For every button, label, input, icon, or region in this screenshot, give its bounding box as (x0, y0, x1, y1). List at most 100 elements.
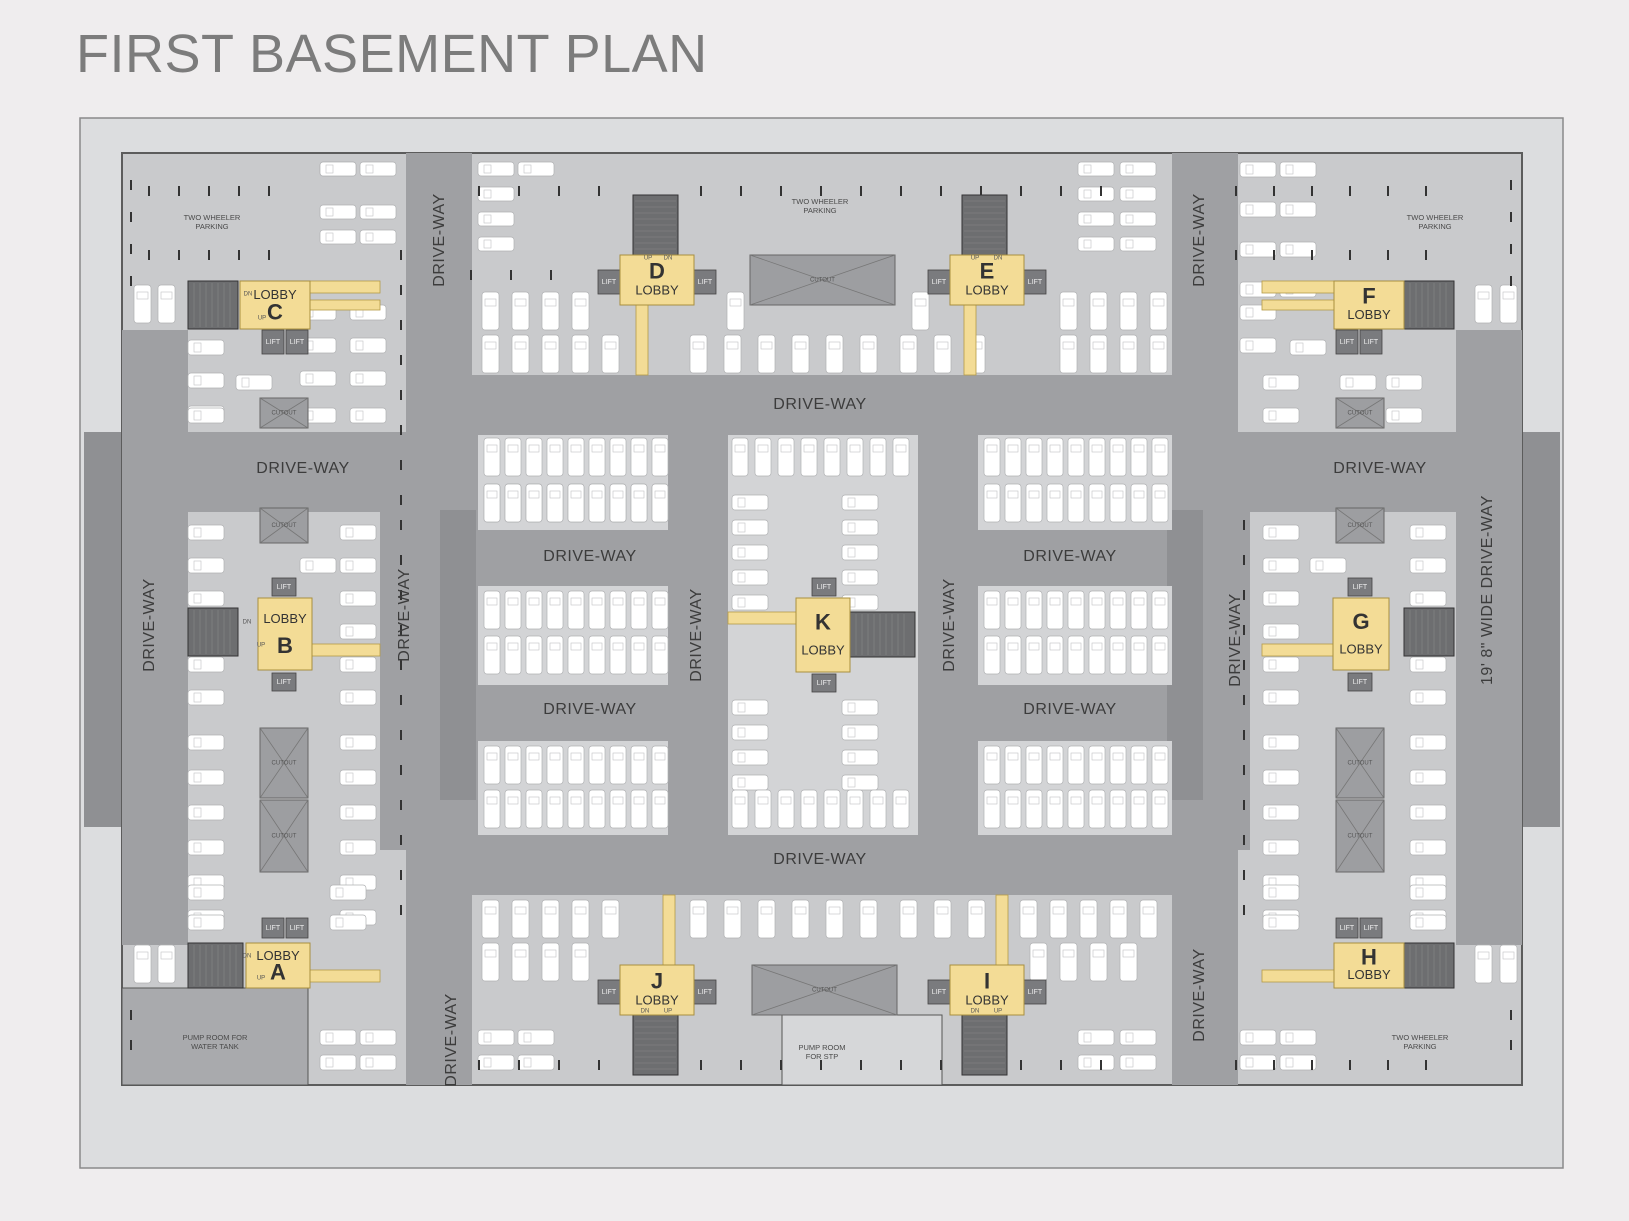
car-windshield (914, 298, 927, 307)
lobby-letter: B (277, 633, 293, 658)
car-windshield (335, 887, 344, 898)
car-windshield (1028, 490, 1040, 499)
two-wheeler-mark (1510, 276, 1512, 286)
car-windshield (136, 291, 149, 300)
staircase (187, 607, 239, 657)
car-windshield (986, 597, 998, 606)
car-windshield (574, 341, 587, 350)
up-label: UP (994, 1009, 1002, 1015)
parking-bay (504, 789, 522, 829)
dn-label: DN (244, 292, 253, 298)
lobby-letter: F (1362, 284, 1375, 309)
parking-bay (1067, 437, 1085, 477)
two-wheeler-mark (1311, 1060, 1313, 1070)
parking-bay (339, 590, 377, 607)
car-windshield (1007, 597, 1019, 606)
car-windshield (1285, 244, 1294, 255)
two-wheeler-mark (860, 186, 862, 196)
car-windshield (847, 702, 856, 713)
car-windshield (544, 341, 557, 350)
two-wheeler-mark (400, 495, 402, 505)
car-windshield (1154, 444, 1166, 453)
two-wheeler-mark (400, 765, 402, 775)
car-windshield (1049, 444, 1061, 453)
parking-bay (1279, 1054, 1317, 1071)
parking-bay (329, 914, 367, 931)
car-windshield (986, 444, 998, 453)
lobby-c (239, 280, 311, 330)
two-wheeler-mark (400, 425, 402, 435)
lobby-label: LOBBY (1347, 307, 1391, 322)
car-windshield (633, 796, 645, 805)
parking-bay (588, 635, 606, 675)
parking-bay (511, 291, 530, 331)
car-windshield (193, 807, 202, 818)
lift-label: LIFT (277, 679, 292, 686)
two-wheeler-parking-label: PARKING (1403, 1042, 1436, 1051)
parking-bay (899, 899, 918, 939)
parking-bay (1239, 337, 1277, 354)
car-windshield (1295, 342, 1304, 353)
car-windshield (1125, 1057, 1134, 1068)
car-windshield (1502, 291, 1515, 300)
parking-bay (517, 161, 555, 177)
parking-bay (1089, 942, 1108, 982)
driveway-label: DRIVE-WAY (1023, 701, 1116, 718)
car-windshield (1391, 377, 1400, 388)
two-wheeler-mark (1510, 1040, 1512, 1050)
two-wheeler-mark (1060, 1060, 1062, 1070)
parking-bay (1119, 211, 1157, 227)
driveway-strip (918, 432, 978, 852)
car-windshield (1125, 1032, 1134, 1043)
car-windshield (726, 906, 739, 915)
parking-bay (1262, 884, 1300, 901)
parking-bay (187, 557, 225, 574)
car-windshield (1007, 752, 1019, 761)
two-wheeler-mark (510, 270, 512, 280)
lobby-label: LOBBY (1347, 967, 1391, 982)
two-wheeler-mark (1235, 186, 1237, 196)
staircase (1403, 942, 1455, 989)
car-windshield (986, 752, 998, 761)
lift-label: LIFT (277, 584, 292, 591)
car-windshield (826, 444, 838, 453)
parking-bay (339, 804, 377, 821)
car-windshield (1049, 490, 1061, 499)
parking-bay (483, 437, 501, 477)
lobby-label: LOBBY (801, 643, 845, 658)
lobby-a (245, 942, 311, 989)
parking-bay (187, 734, 225, 751)
car-windshield (514, 341, 527, 350)
parking-bay (892, 789, 910, 829)
two-wheeler-mark (238, 186, 240, 196)
car-windshield (847, 522, 856, 533)
parking-bay (1004, 590, 1022, 630)
lobby-g (1332, 597, 1390, 671)
car-windshield (1122, 298, 1135, 307)
lift-label: LIFT (698, 989, 713, 996)
parking-bay (1077, 236, 1115, 252)
parking-bay (187, 339, 225, 356)
parking-bay (546, 745, 564, 785)
parking-bay (319, 1054, 357, 1071)
parking-bay (1077, 161, 1115, 177)
parking-bay (1025, 635, 1043, 675)
two-wheeler-mark (478, 1060, 480, 1070)
car-windshield (1092, 298, 1105, 307)
lobby-h (1333, 942, 1405, 989)
car-windshield (570, 597, 582, 606)
lobby-label: LOBBY (256, 948, 300, 963)
car-windshield (1083, 164, 1092, 174)
car-windshield (1049, 752, 1061, 761)
two-wheeler-mark (130, 276, 132, 286)
two-wheeler-parking-label: TWO WHEELER (184, 213, 241, 222)
car-windshield (654, 490, 666, 499)
parking-bay (349, 337, 387, 354)
parking-bay (825, 334, 844, 374)
dn-label: DN (994, 256, 1003, 262)
car-windshield (1070, 490, 1082, 499)
parking-bay (800, 437, 818, 477)
driveway-strip (978, 685, 1172, 741)
staircase (187, 280, 239, 330)
parking-bay (525, 437, 543, 477)
